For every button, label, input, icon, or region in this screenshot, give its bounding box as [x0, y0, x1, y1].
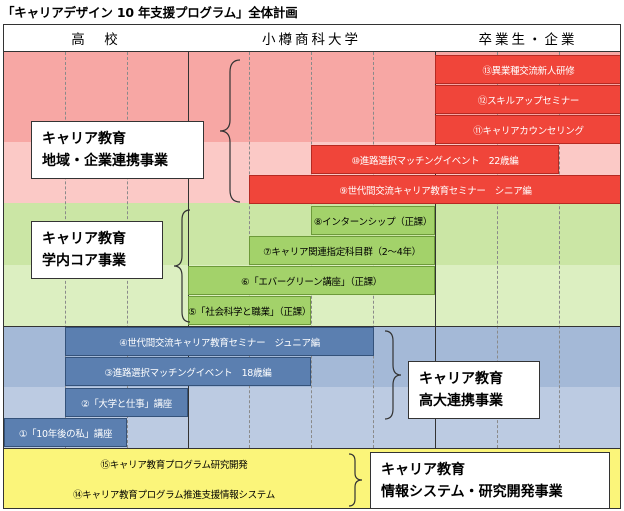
column-header-alumni: 卒業生・企業 — [435, 25, 620, 52]
program-bar-13: ⑬異業種交流新人研修 — [435, 55, 620, 84]
program-bar-6: ⑥「エバーグリーン講座」（正課） — [188, 266, 435, 295]
column-separator — [188, 25, 189, 448]
brace-info — [348, 453, 363, 507]
section-separator — [4, 448, 620, 449]
brace-core — [173, 209, 191, 323]
page-title: 「キャリアデザイン 10 年支援プログラム」全体計画 — [2, 5, 298, 20]
program-bar-5: ⑤「社会科学と職業」（正課） — [188, 296, 311, 325]
section-separator — [4, 326, 620, 327]
group-label-line: キャリア教育 — [419, 371, 503, 387]
program-bar-12: ⑫スキルアップセミナー — [435, 85, 620, 114]
program-bar-8: ⑧インターンシップ（正課） — [311, 206, 435, 235]
program-bar-7: ⑦キャリア関連指定科目群（2～4年） — [249, 236, 435, 265]
gridline — [559, 52, 560, 448]
column-header-university: 小樽商科大学 — [188, 25, 436, 52]
program-bar-10: ⑩進路選択マッチングイベント 22歳編 — [311, 145, 559, 174]
brace-highschool — [384, 330, 402, 420]
program-bar-3: ③進路選択マッチングイベント 18歳編 — [65, 357, 311, 386]
group-label-line: キャリア教育 — [381, 462, 465, 478]
program-chart: 高 校 小樽商科大学 卒業生・企業 ⑬異業種交流新人研修 ⑫スキルアップセミナー… — [3, 24, 621, 509]
program-bar-1: ①「10年後の私」講座 — [4, 418, 127, 447]
group-label-line: 情報システム・研究開発事業 — [381, 484, 563, 500]
group-label-line: 学内コア事業 — [42, 253, 126, 269]
group-label-line: キャリア教育 — [42, 231, 126, 247]
group-label-career: キャリア教育 地域・企業連携事業 — [31, 121, 204, 179]
program-bar-4: ④世代間交流キャリア教育セミナー ジュニア編 — [65, 327, 374, 356]
column-separator — [435, 25, 436, 448]
group-label-line: キャリア教育 — [42, 131, 126, 147]
program-bar-14: ⑭キャリア教育プログラム推進支援情報システム — [73, 490, 275, 501]
group-label-info: キャリア教育 情報システム・研究開発事業 — [370, 452, 610, 508]
group-label-highschool: キャリア教育 高大連携事業 — [408, 361, 540, 419]
brace-career — [219, 59, 241, 203]
gridline — [497, 52, 498, 448]
program-bar-2: ②「大学と仕事」講座 — [65, 388, 188, 417]
program-bar-15: ⑮キャリア教育プログラム研究開発 — [100, 460, 248, 471]
program-bar-9: ⑨世代間交流キャリア教育セミナー シニア編 — [249, 175, 620, 204]
group-label-line: 高大連携事業 — [419, 393, 503, 409]
program-bar-11: ⑪キャリアカウンセリング — [435, 115, 620, 144]
group-label-core: キャリア教育 学内コア事業 — [31, 221, 163, 279]
group-label-line: 地域・企業連携事業 — [42, 153, 168, 169]
column-header-highschool: 高 校 — [4, 25, 189, 52]
